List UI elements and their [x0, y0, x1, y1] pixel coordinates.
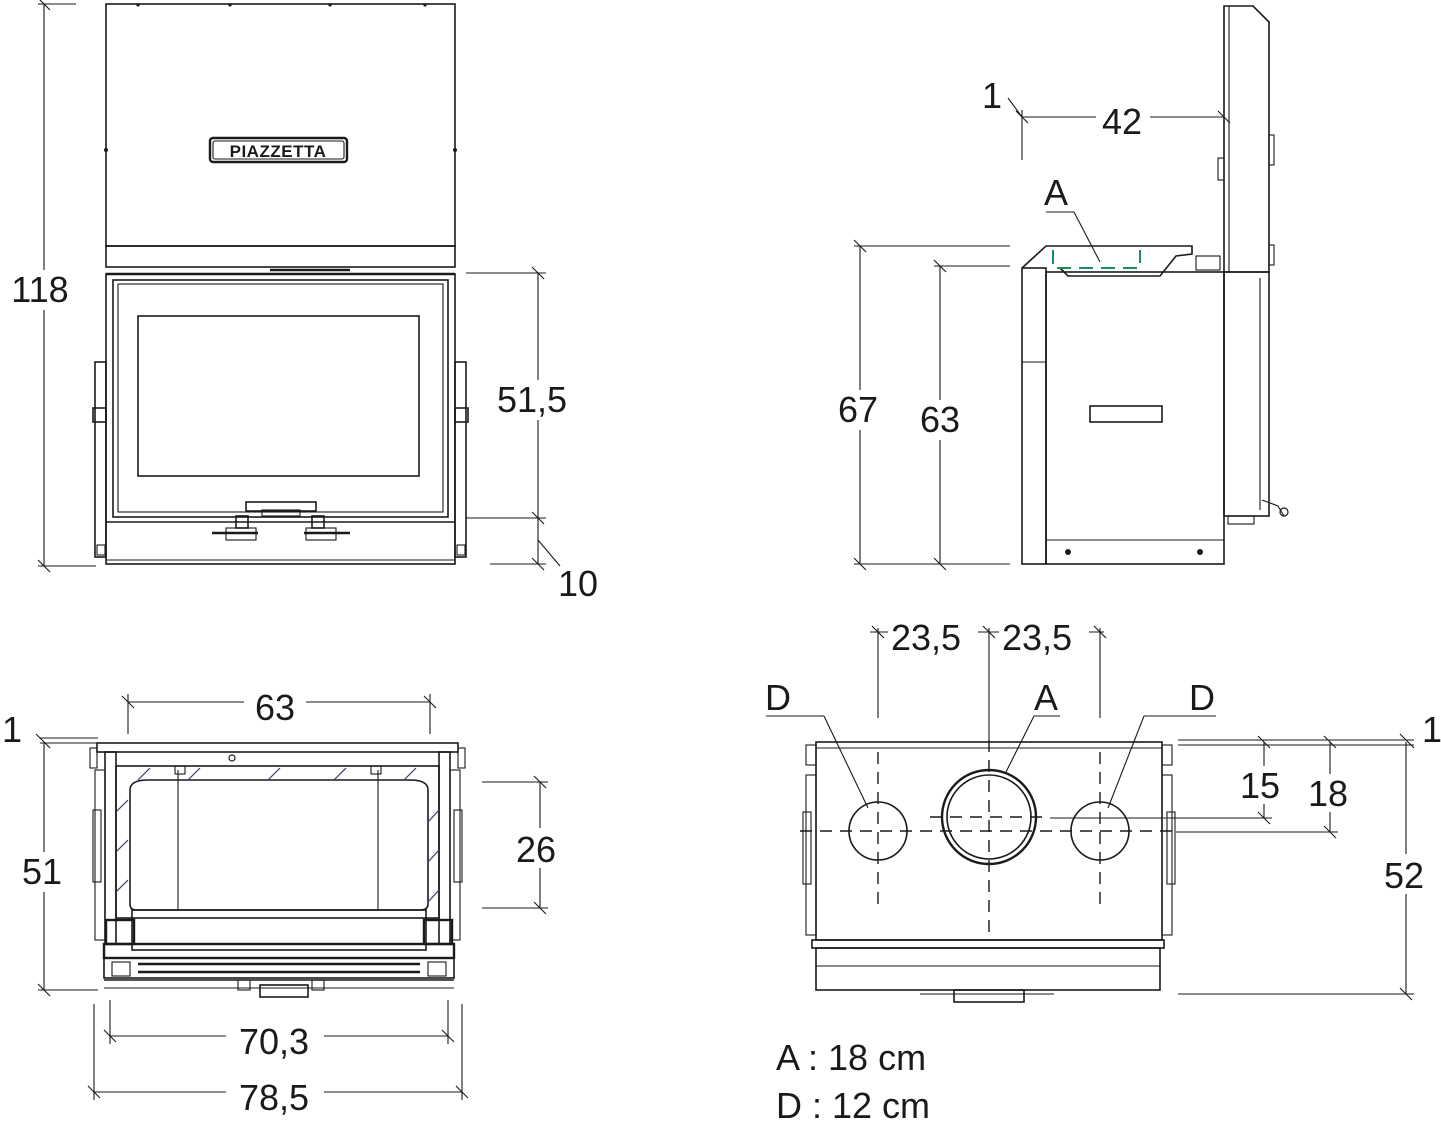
side-view: A 1 42 67 63	[832, 5, 1289, 571]
side-dim-height-inner: 63	[920, 399, 960, 440]
top-dim-15: 15	[1240, 765, 1280, 806]
legend-d: D : 12 cm	[776, 1085, 930, 1126]
top-label-d-left: D	[765, 677, 791, 718]
front-view: PIAZZETTA 118	[10, 0, 598, 604]
plan-view: 63 1 51 26 70,3 78,5	[2, 687, 568, 1118]
top-dim-18: 18	[1308, 773, 1348, 814]
top-label-d-right: D	[1189, 677, 1215, 718]
plan-dim-total-width: 78,5	[239, 1077, 309, 1118]
side-dim-height-outer: 67	[838, 389, 878, 430]
top-dim-spacing-left: 23,5	[891, 617, 961, 658]
plan-dim-hearth-depth: 26	[516, 829, 556, 870]
top-dim-offset: 1	[1422, 709, 1441, 750]
dim-base: 10	[558, 563, 598, 604]
plan-dim-mid-width: 70,3	[239, 1021, 309, 1062]
plan-dim-inner-width: 63	[255, 687, 295, 728]
top-dim-spacing-right: 23,5	[1002, 617, 1072, 658]
plan-dim-depth: 51	[22, 851, 62, 892]
side-label-outlet: A	[1044, 172, 1068, 213]
legend-a: A : 18 cm	[776, 1037, 926, 1078]
piazzetta-logo: PIAZZETTA	[208, 136, 349, 164]
side-dim-offset: 1	[982, 75, 1002, 116]
dim-glass-height: 51,5	[497, 379, 567, 420]
legend: A : 18 cm D : 12 cm	[776, 1037, 930, 1126]
top-label-a: A	[1034, 677, 1058, 718]
side-dim-depth: 42	[1102, 101, 1142, 142]
dim-total-height: 118	[11, 269, 68, 310]
top-view: 23,5 23,5 D A D 1 15 18 52	[765, 614, 1441, 1003]
plan-dim-offset: 1	[2, 709, 22, 750]
logo-text: PIAZZETTA	[230, 142, 327, 161]
top-dim-depth: 52	[1384, 855, 1424, 896]
